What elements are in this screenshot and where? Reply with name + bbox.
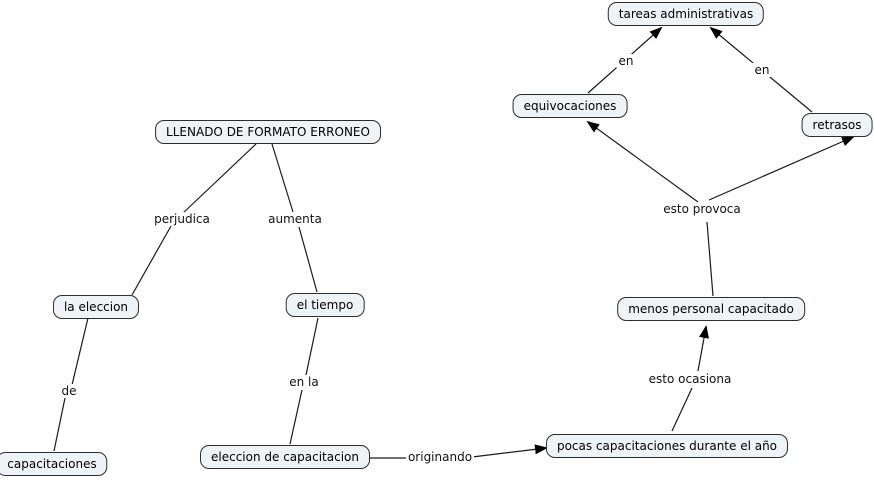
edge-label-esto-provoca[interactable]: esto provoca bbox=[661, 202, 743, 216]
edge-la-eleccion-to-capacitaciones bbox=[53, 317, 89, 452]
node-pocas-capacitaciones-durante-el-anio[interactable]: pocas capacitaciones durante el año bbox=[545, 434, 789, 458]
node-tareas-administrativas[interactable]: tareas administrativas bbox=[607, 2, 765, 26]
edge-label-esto-ocasiona[interactable]: esto ocasiona bbox=[646, 372, 734, 386]
edge-label-en-left[interactable]: en bbox=[616, 54, 636, 68]
edge-menos-personal-to-equivocaciones-retrasos bbox=[586, 120, 855, 297]
edge-llenado-to-la-eleccion bbox=[131, 143, 257, 296]
edge-label-de[interactable]: de bbox=[59, 384, 79, 398]
node-capacitaciones[interactable]: capacitaciones bbox=[0, 452, 108, 476]
edge-label-en-la[interactable]: en la bbox=[287, 375, 321, 389]
node-menos-personal-capacitado[interactable]: menos personal capacitado bbox=[617, 297, 805, 321]
edge-pocas-to-menos-personal bbox=[671, 325, 709, 432]
node-retrasos[interactable]: retrasos bbox=[801, 113, 873, 137]
edge-label-originando[interactable]: originando bbox=[405, 450, 475, 464]
edge-el-tiempo-to-eleccion-capacitacion bbox=[289, 317, 319, 445]
edge-label-aumenta[interactable]: aumenta bbox=[266, 212, 324, 226]
node-el-tiempo[interactable]: el tiempo bbox=[285, 293, 365, 317]
edge-llenado-to-el-tiempo bbox=[271, 143, 318, 293]
node-llenado-de-formato-erroneo[interactable]: LLENADO DE FORMATO ERRONEO bbox=[155, 120, 381, 144]
edge-label-en-right[interactable]: en bbox=[752, 63, 772, 77]
node-equivocaciones[interactable]: equivocaciones bbox=[512, 94, 628, 118]
edge-label-perjudica[interactable]: perjudica bbox=[152, 212, 212, 226]
edge-eleccion-to-pocas-capacitaciones bbox=[367, 444, 548, 459]
node-eleccion-de-capacitacion[interactable]: eleccion de capacitacion bbox=[200, 445, 370, 469]
node-la-eleccion[interactable]: la eleccion bbox=[52, 295, 140, 319]
